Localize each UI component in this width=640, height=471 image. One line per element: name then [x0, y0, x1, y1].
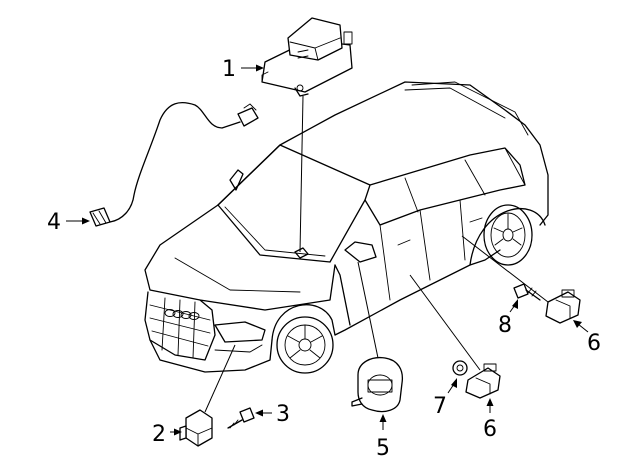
impact-sensor-lower	[465, 363, 501, 399]
wire-harness	[89, 102, 259, 227]
impact-sensor-upper	[545, 289, 581, 324]
callout-3[interactable]: 3	[276, 402, 290, 427]
bolt-lower	[227, 407, 255, 429]
callout-8[interactable]: 8	[498, 313, 512, 338]
leader-lines	[66, 64, 589, 436]
clock-spring	[351, 356, 404, 413]
vehicle-illustration	[144, 81, 549, 374]
callout-2[interactable]: 2	[152, 422, 166, 447]
nut	[452, 360, 468, 376]
front-sensor	[179, 409, 213, 447]
callout-6-lower[interactable]: 6	[483, 417, 497, 442]
callout-7[interactable]: 7	[433, 394, 447, 419]
callout-5[interactable]: 5	[376, 436, 390, 461]
callout-labels: 1 2 3 4 5 6 6 7 8	[47, 57, 601, 461]
callout-4[interactable]: 4	[47, 210, 61, 235]
airbag-control-module	[261, 17, 353, 97]
callout-1[interactable]: 1	[222, 57, 236, 82]
callout-6-upper[interactable]: 6	[587, 331, 601, 356]
